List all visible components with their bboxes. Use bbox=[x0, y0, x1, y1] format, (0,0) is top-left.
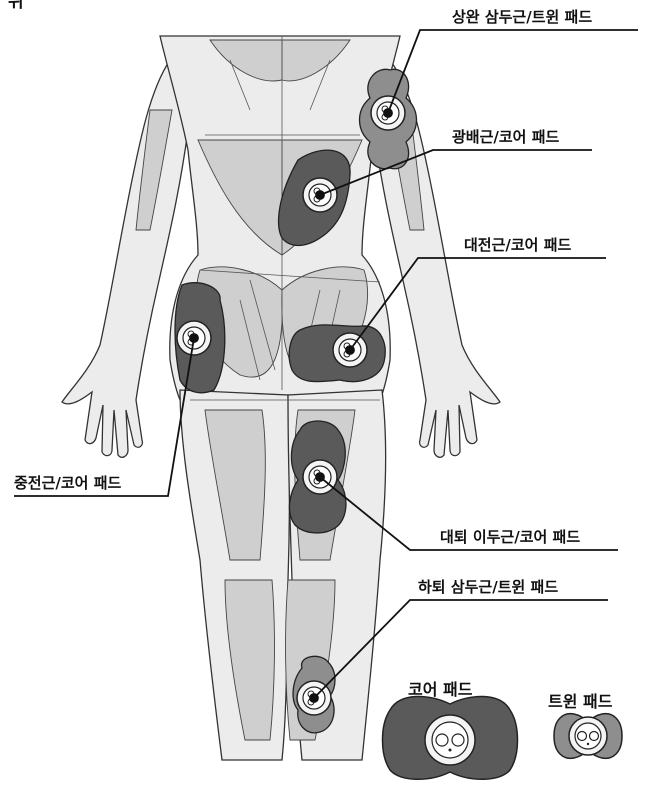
legend-twin-pad-label: 트윈 패드 bbox=[548, 694, 612, 710]
callout-latissimus: 광배근/코어 패드 bbox=[452, 130, 559, 145]
callout-gluteus-maximus: 대전근/코어 패드 bbox=[464, 238, 571, 253]
legend-core-pad-shape bbox=[383, 696, 518, 779]
callout-upper-arm-triceps: 상완 삼두근/트윈 패드 bbox=[452, 10, 592, 25]
legend-twin-pad-shape bbox=[554, 714, 622, 759]
gluteus-maximus-core-pad bbox=[289, 325, 385, 382]
view-label: 뒤 bbox=[8, 0, 24, 11]
gluteus-medius-core-pad bbox=[175, 283, 225, 393]
upper-arm-twin-pad bbox=[360, 69, 417, 168]
callout-gluteus-medius: 중전근/코어 패드 bbox=[14, 476, 121, 491]
callout-hamstring: 대퇴 이두근/코어 패드 bbox=[440, 530, 580, 545]
callout-lower-leg-triceps: 하퇴 삼두근/트윈 패드 bbox=[418, 580, 558, 595]
legend-core-pad-label: 코어 패드 bbox=[408, 682, 472, 698]
